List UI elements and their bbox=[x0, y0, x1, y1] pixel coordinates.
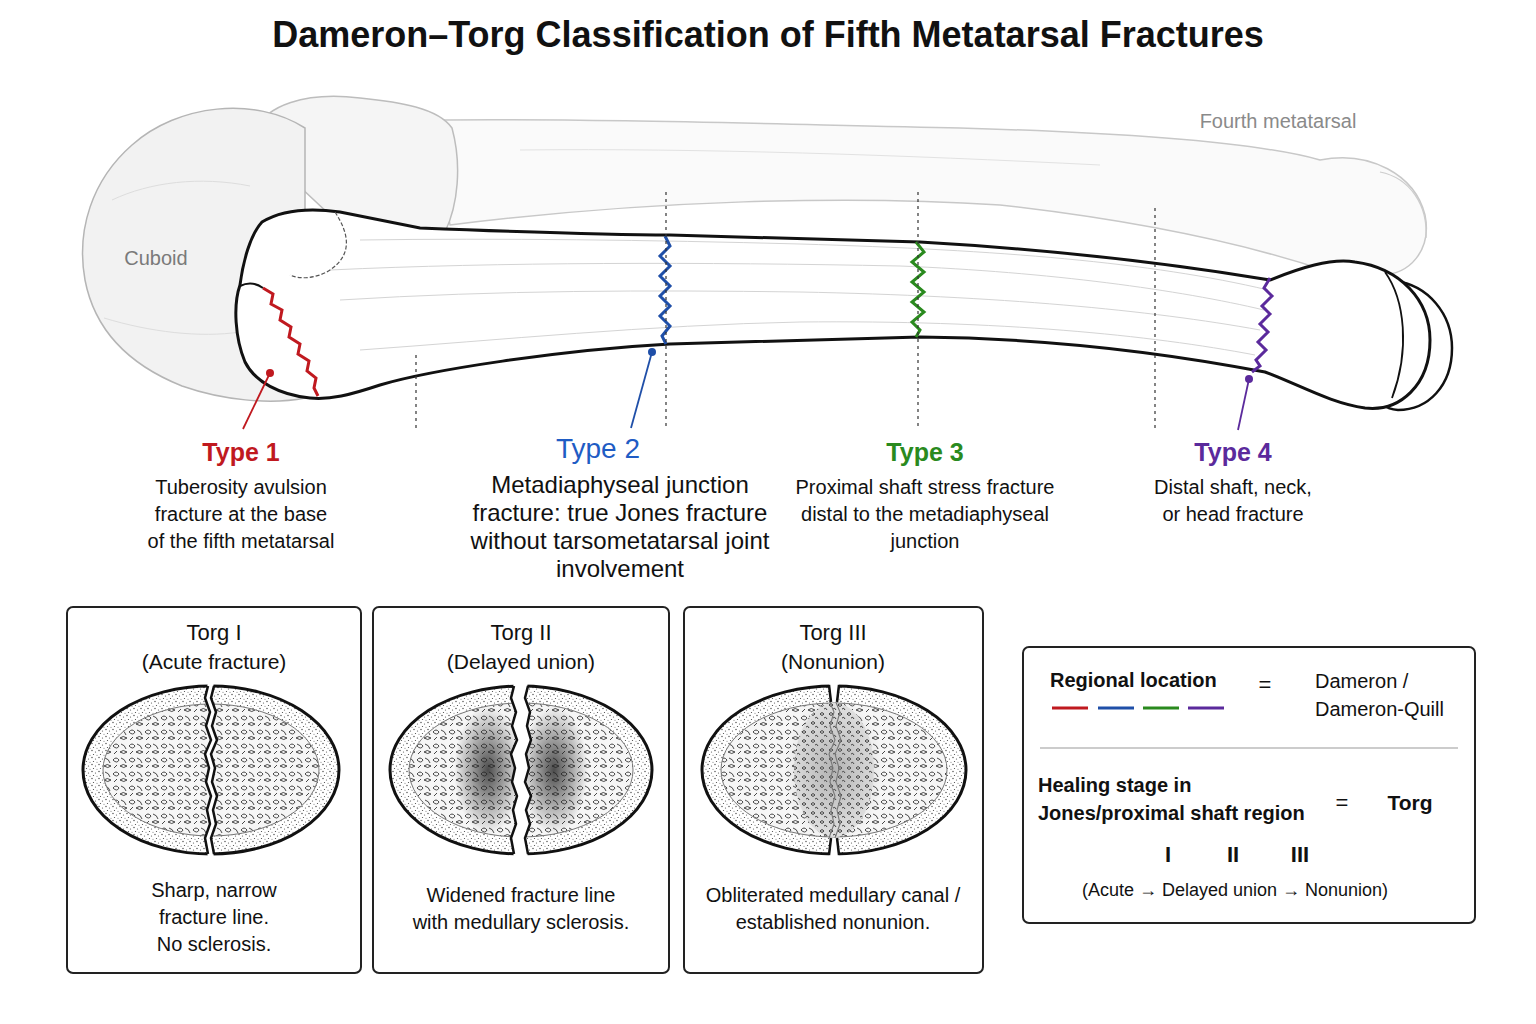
fracture-edge bbox=[837, 838, 839, 855]
sclerosis-shading bbox=[520, 706, 588, 834]
key-divider bbox=[1040, 748, 1458, 749]
leader-dot bbox=[648, 348, 656, 356]
bone-texture bbox=[360, 322, 1255, 355]
torg-stage-box: Torg I (Acute fracture) Sharp, narrow frac… bbox=[66, 606, 362, 974]
key-value: Dameron / Dameron-Quill bbox=[1315, 667, 1465, 723]
region-divider bbox=[415, 355, 416, 430]
fracture-edge bbox=[829, 685, 831, 702]
leader-dot bbox=[1245, 375, 1253, 383]
fifth-metatarsal bbox=[236, 210, 1430, 408]
fracture-line bbox=[660, 236, 670, 344]
leader-line bbox=[243, 373, 270, 429]
fracture-line bbox=[263, 288, 318, 396]
stage-subtitle: (Delayed union) bbox=[447, 649, 595, 674]
key-box: Regional location = Dameron / Dameron-Quil… bbox=[1022, 646, 1476, 924]
stage-numeral: III bbox=[1291, 842, 1309, 868]
tuberosity-notch bbox=[240, 284, 263, 288]
stage-subtitle: (Acute fracture) bbox=[142, 649, 287, 674]
torg-stage-box: Torg II (Delayed union) Widened fracture l… bbox=[372, 606, 670, 974]
key-equals: = bbox=[1336, 790, 1349, 816]
leader-line bbox=[631, 352, 652, 428]
torg-stage-box: Torg III (Nonunion) Obliterated medullary … bbox=[683, 606, 984, 974]
fracture-edge bbox=[511, 686, 517, 854]
stage-subtitle: (Nonunion) bbox=[781, 649, 885, 674]
bone-contour bbox=[1380, 172, 1426, 238]
base-contour bbox=[290, 212, 346, 278]
fracture-gap bbox=[511, 682, 531, 858]
stage-sequence: (Acute → Delayed union → Nonunion) bbox=[1082, 880, 1388, 902]
fracture-trace bbox=[835, 700, 841, 838]
type-description: Metadiaphyseal junction fracture: true J… bbox=[455, 471, 785, 583]
fracture-gap bbox=[829, 681, 839, 702]
color-swatch bbox=[1188, 707, 1224, 710]
stage-title: Torg I bbox=[186, 620, 241, 646]
key-label: Healing stage in Jones/proximal shaft re… bbox=[1038, 771, 1328, 827]
bone-name: Fourth metatarsal bbox=[1200, 109, 1357, 133]
leader-dot bbox=[266, 369, 274, 377]
type-heading: Type 3 bbox=[886, 437, 963, 467]
fracture-edge bbox=[205, 686, 211, 854]
bone-texture bbox=[340, 291, 1260, 330]
stage-caption: Obliterated medullary canal / establishe… bbox=[697, 882, 969, 936]
head-contour bbox=[1385, 272, 1403, 398]
bone-name: Cuboid bbox=[124, 246, 187, 270]
color-swatch bbox=[1052, 707, 1088, 710]
region-divider bbox=[917, 192, 918, 430]
fracture-edge bbox=[525, 686, 531, 854]
fracture-edge bbox=[211, 686, 217, 854]
bone-texture bbox=[520, 150, 1100, 165]
sclerosis-shading bbox=[784, 698, 884, 842]
fracture-line bbox=[1252, 278, 1272, 372]
stage-numeral: II bbox=[1227, 842, 1239, 868]
region-divider bbox=[1154, 208, 1155, 430]
key-equals: = bbox=[1259, 672, 1272, 698]
stage-numeral: I bbox=[1165, 842, 1171, 868]
region-divider bbox=[665, 192, 666, 430]
stage-title: Torg III bbox=[799, 620, 866, 646]
fracture-gap bbox=[829, 838, 839, 859]
key-value: Torg bbox=[1387, 790, 1432, 815]
type-description: Proximal shaft stress fracture distal to… bbox=[794, 474, 1056, 555]
stage-caption: Widened fracture line with medullary scl… bbox=[408, 882, 634, 936]
leader-line bbox=[1238, 379, 1249, 430]
fracture-gap bbox=[205, 682, 217, 858]
key-label: Regional location bbox=[1050, 668, 1217, 692]
type-heading: Type 1 bbox=[202, 437, 279, 467]
fracture-trace bbox=[829, 700, 835, 838]
diagram-title: Dameron–Torg Classification of Fifth Met… bbox=[272, 14, 1264, 56]
type-heading: Type 4 bbox=[1194, 437, 1271, 467]
type-description: Distal shaft, neck, or head fracture bbox=[1147, 474, 1319, 528]
fracture-edge bbox=[829, 838, 831, 855]
type-heading: Type 2 bbox=[556, 432, 640, 466]
color-swatch bbox=[1098, 707, 1134, 710]
bone-cross-section bbox=[702, 686, 966, 854]
bone-texture bbox=[330, 263, 1264, 310]
color-swatch bbox=[1143, 707, 1179, 710]
stage-title: Torg II bbox=[490, 620, 551, 646]
fracture-edge bbox=[837, 685, 839, 702]
type-description: Tuberosity avulsion fracture at the base… bbox=[145, 474, 337, 555]
stage-caption: Sharp, narrow fracture line. No sclerosi… bbox=[144, 877, 284, 958]
bone-texture bbox=[104, 318, 240, 334]
bone-texture bbox=[112, 181, 250, 200]
